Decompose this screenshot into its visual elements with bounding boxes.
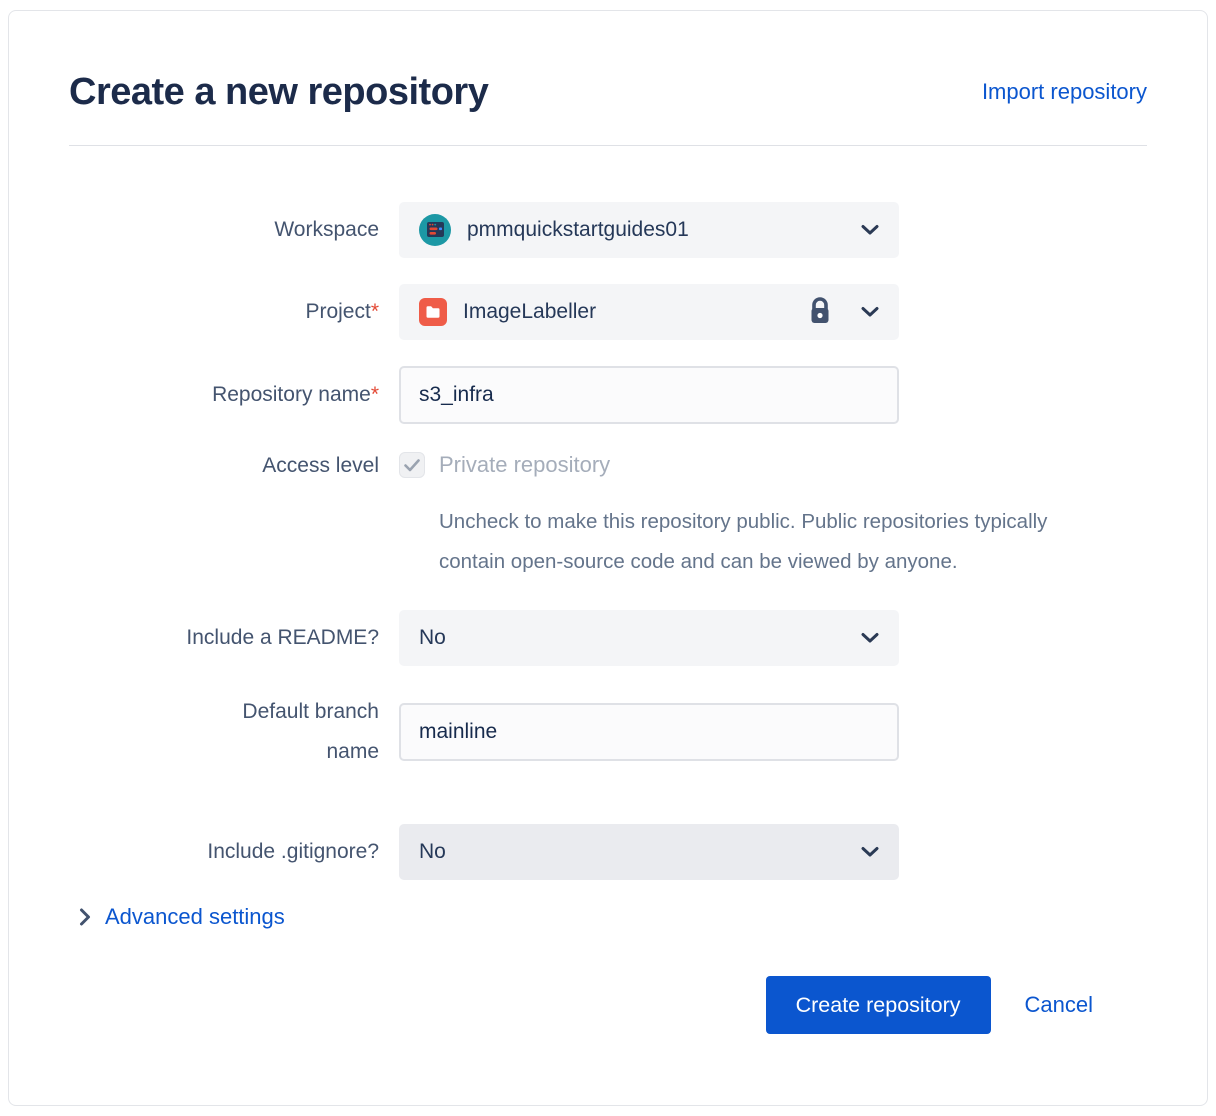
access-level-row: Access level Private repository Uncheck … (69, 450, 1147, 582)
default-branch-label: Default branch name (242, 700, 379, 763)
access-level-label: Access level (262, 454, 379, 477)
repository-name-label: Repository name (212, 383, 371, 406)
project-label: Project (305, 300, 371, 323)
create-repository-form: Workspace (69, 202, 1147, 1034)
create-repository-dialog: Create a new repository Import repositor… (8, 10, 1208, 1106)
include-readme-value: No (419, 626, 446, 649)
include-readme-label: Include a README? (186, 626, 379, 649)
workspace-select[interactable]: pmmquickstartguides01 (399, 202, 899, 258)
workspace-value: pmmquickstartguides01 (467, 218, 689, 241)
chevron-down-icon (861, 632, 879, 644)
workspace-row: Workspace (69, 202, 1147, 258)
dialog-header: Create a new repository Import repositor… (69, 69, 1147, 115)
page-title: Create a new repository (69, 71, 489, 113)
workspace-label: Workspace (274, 218, 379, 241)
include-gitignore-label: Include .gitignore? (207, 840, 379, 863)
advanced-settings-toggle[interactable]: Advanced settings (79, 904, 1147, 930)
include-readme-row: Include a README? No (69, 610, 1147, 666)
lock-icon (807, 297, 833, 327)
include-gitignore-value: No (419, 840, 446, 863)
chevron-down-icon (861, 846, 879, 858)
chevron-down-icon (861, 224, 879, 236)
repository-name-input[interactable] (399, 366, 899, 424)
include-gitignore-select[interactable]: No (399, 824, 899, 880)
create-repository-button[interactable]: Create repository (765, 976, 991, 1034)
advanced-settings-label: Advanced settings (105, 904, 285, 929)
access-level-help-text: Uncheck to make this repository public. … (439, 510, 1048, 573)
project-value: ImageLabeller (463, 300, 597, 323)
include-readme-select[interactable]: No (399, 610, 899, 666)
project-avatar-folder-icon (419, 298, 447, 326)
required-asterisk: * (370, 300, 379, 323)
project-select[interactable]: ImageLabeller (399, 284, 899, 340)
header-divider (69, 145, 1147, 146)
workspace-avatar (419, 214, 451, 246)
check-icon (404, 458, 420, 471)
import-repository-link[interactable]: Import repository (981, 79, 1147, 104)
private-repository-checkbox[interactable] (399, 452, 425, 478)
project-row: Project* ImageLabeller (69, 284, 1147, 340)
include-gitignore-row: Include .gitignore? No (69, 824, 1147, 880)
chevron-down-icon (861, 306, 879, 318)
required-asterisk: * (370, 383, 379, 406)
chevron-right-icon (79, 908, 91, 926)
private-repository-label: Private repository (439, 452, 611, 477)
cancel-button[interactable]: Cancel (1024, 992, 1093, 1017)
repository-name-row: Repository name* (69, 366, 1147, 424)
default-branch-row: Default branch name (69, 692, 1147, 772)
dialog-actions: Create repository Cancel (69, 976, 1147, 1034)
default-branch-input[interactable] (399, 703, 899, 761)
